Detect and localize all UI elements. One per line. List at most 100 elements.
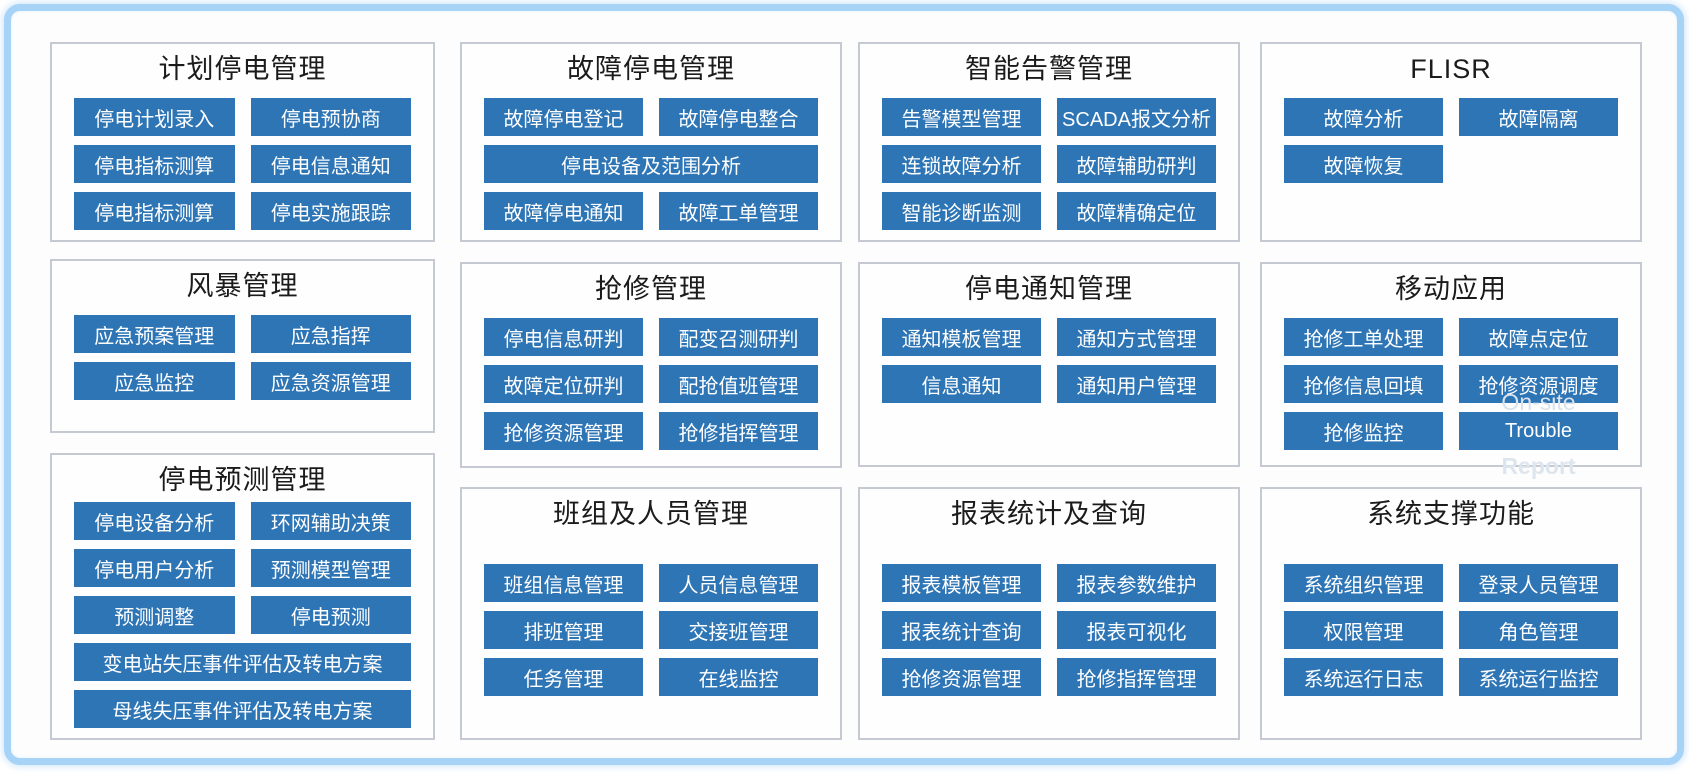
module-button[interactable]: 信息通知 [882, 365, 1041, 404]
module-button[interactable]: 连锁故障分析 [882, 145, 1041, 184]
panel-title: 计划停电管理 [158, 54, 327, 84]
button-grid: 抢修工单处理 故障点定位 抢修信息回填 抢修资源调度 On-site 抢修监控 … [1284, 318, 1618, 479]
panel-title: 停电通知管理 [965, 274, 1133, 304]
module-button[interactable]: 停电指标测算 [74, 145, 235, 184]
module-button[interactable]: 预测调整 [74, 596, 235, 635]
module-button[interactable]: 预测模型管理 [250, 549, 411, 588]
panel-title: 故障停电管理 [567, 54, 735, 84]
module-button[interactable]: 停电预测 [250, 596, 411, 635]
module-button[interactable]: 故障工单管理 [659, 192, 818, 231]
button-grid: 停电设备分析 环网辅助决策 停电用户分析 预测模型管理 预测调整 停电预测 变电… [74, 502, 411, 729]
module-button[interactable]: 应急资源管理 [250, 362, 411, 401]
module-button[interactable]: 故障停电整合 [659, 98, 818, 137]
module-button[interactable]: 报表统计查询 [882, 611, 1041, 650]
panel-team-personnel-mgmt: 班组及人员管理 班组信息管理 人员信息管理 排班管理 交接班管理 任务管理 在线… [460, 487, 842, 740]
module-button[interactable]: 故障隔离 [1459, 98, 1618, 137]
panel-storm-mgmt: 风暴管理 应急预案管理 应急指挥 应急监控 应急资源管理 [50, 259, 435, 433]
panel-repair-mgmt: 抢修管理 停电信息研判 配变召测研判 故障定位研判 配抢值班管理 抢修资源管理 … [460, 262, 842, 468]
module-button[interactable]: 系统运行日志 [1284, 658, 1443, 697]
module-button[interactable]: 停电设备分析 [74, 502, 235, 541]
module-button[interactable]: 通知模板管理 [882, 318, 1041, 357]
module-button[interactable]: 停电用户分析 [74, 549, 235, 588]
module-button[interactable]: 故障精确定位 [1057, 192, 1216, 231]
module-button[interactable]: 智能诊断监测 [882, 192, 1041, 231]
module-button[interactable]: 应急指挥 [250, 315, 411, 354]
module-button[interactable]: 故障点定位 [1459, 318, 1618, 357]
module-button[interactable]: 抢修监控 [1284, 412, 1443, 451]
module-button[interactable]: 停电指标测算 [74, 192, 235, 231]
panel-title: 智能告警管理 [965, 54, 1133, 84]
module-button[interactable]: 告警模型管理 [882, 98, 1041, 137]
module-button[interactable]: 配抢值班管理 [659, 365, 818, 404]
panel-title: 移动应用 [1395, 274, 1507, 304]
module-button[interactable]: 停电设备及范围分析 [484, 145, 818, 184]
panel-smart-alarm-mgmt: 智能告警管理 告警模型管理 SCADA报文分析 连锁故障分析 故障辅助研判 智能… [858, 42, 1240, 242]
module-button[interactable]: 环网辅助决策 [250, 502, 411, 541]
module-button[interactable]: 故障恢复 [1284, 145, 1443, 184]
button-grid: 停电计划录入 停电预协商 停电指标测算 停电信息通知 停电指标测算 停电实施跟踪 [74, 98, 411, 231]
module-button[interactable]: 任务管理 [484, 658, 643, 697]
module-button[interactable]: 登录人员管理 [1459, 564, 1618, 603]
module-button[interactable]: SCADA报文分析 [1057, 98, 1216, 137]
module-button[interactable]: 故障定位研判 [484, 365, 643, 404]
button-grid: 应急预案管理 应急指挥 应急监控 应急资源管理 [74, 315, 411, 401]
module-button[interactable]: 停电信息研判 [484, 318, 643, 357]
module-button[interactable]: 停电实施跟踪 [250, 192, 411, 231]
module-button[interactable]: 系统运行监控 [1459, 658, 1618, 697]
module-button[interactable]: 配变召测研判 [659, 318, 818, 357]
panel-title: 报表统计及查询 [951, 499, 1147, 529]
module-button[interactable]: 报表参数维护 [1057, 564, 1216, 603]
panel-title: 风暴管理 [186, 271, 299, 301]
button-grid: 故障停电登记 故障停电整合 停电设备及范围分析 故障停电通知 故障工单管理 [484, 98, 818, 231]
panel-outage-notification-mgmt: 停电通知管理 通知模板管理 通知方式管理 信息通知 通知用户管理 [858, 262, 1240, 467]
panel-fault-outage-mgmt: 故障停电管理 故障停电登记 故障停电整合 停电设备及范围分析 故障停电通知 故障… [460, 42, 842, 242]
button-grid: 告警模型管理 SCADA报文分析 连锁故障分析 故障辅助研判 智能诊断监测 故障… [882, 98, 1216, 231]
module-button[interactable]: 抢修资源管理 [484, 412, 643, 451]
module-button[interactable]: 抢修工单处理 [1284, 318, 1443, 357]
module-button[interactable]: 报表模板管理 [882, 564, 1041, 603]
panel-report-statistics-query: 报表统计及查询 报表模板管理 报表参数维护 报表统计查询 报表可视化 抢修资源管… [858, 487, 1240, 740]
module-button[interactable]: 抢修资源调度 On-site [1459, 365, 1618, 415]
module-button[interactable]: 通知方式管理 [1057, 318, 1216, 357]
panel-title: 系统支撑功能 [1367, 499, 1535, 529]
module-button[interactable]: 抢修指挥管理 [1057, 658, 1216, 697]
module-button[interactable]: 在线监控 [659, 658, 818, 697]
module-button[interactable]: 人员信息管理 [659, 564, 818, 603]
module-button[interactable]: 权限管理 [1284, 611, 1443, 650]
button-grid: 故障分析 故障隔离 故障恢复 [1284, 98, 1618, 184]
module-button[interactable]: 应急监控 [74, 362, 235, 401]
panel-system-support: 系统支撑功能 系统组织管理 登录人员管理 权限管理 角色管理 系统运行日志 系统… [1260, 487, 1642, 740]
panel-title: 班组及人员管理 [553, 499, 749, 529]
module-button[interactable]: 班组信息管理 [484, 564, 643, 603]
module-button[interactable]: 故障停电登记 [484, 98, 643, 137]
module-button[interactable]: 排班管理 [484, 611, 643, 650]
button-grid: 报表模板管理 报表参数维护 报表统计查询 报表可视化 抢修资源管理 抢修指挥管理 [882, 564, 1216, 697]
panel-mobile-app: 移动应用 抢修工单处理 故障点定位 抢修信息回填 抢修资源调度 On-site … [1260, 262, 1642, 479]
panel-title: 抢修管理 [595, 274, 707, 304]
module-button[interactable]: 停电计划录入 [74, 98, 235, 137]
button-grid: 系统组织管理 登录人员管理 权限管理 角色管理 系统运行日志 系统运行监控 [1284, 564, 1618, 697]
module-button[interactable]: 应急预案管理 [74, 315, 235, 354]
button-grid: 停电信息研判 配变召测研判 故障定位研判 配抢值班管理 抢修资源管理 抢修指挥管… [484, 318, 818, 451]
button-grid: 通知模板管理 通知方式管理 信息通知 通知用户管理 [882, 318, 1216, 404]
module-button[interactable]: 故障分析 [1284, 98, 1443, 137]
module-button[interactable]: 抢修信息回填 [1284, 365, 1443, 404]
module-button[interactable]: 交接班管理 [659, 611, 818, 650]
button-grid: 班组信息管理 人员信息管理 排班管理 交接班管理 任务管理 在线监控 [484, 564, 818, 697]
panel-planned-outage-mgmt: 计划停电管理 停电计划录入 停电预协商 停电指标测算 停电信息通知 停电指标测算… [50, 42, 435, 242]
module-button[interactable]: 停电信息通知 [250, 145, 411, 184]
module-button[interactable]: 故障辅助研判 [1057, 145, 1216, 184]
module-button[interactable]: 抢修资源管理 [882, 658, 1041, 697]
module-button[interactable]: Trouble Report [1459, 412, 1618, 479]
module-button[interactable]: 母线失压事件评估及转电方案 [74, 690, 411, 729]
panel-outage-forecast-mgmt: 停电预测管理 停电设备分析 环网辅助决策 停电用户分析 预测模型管理 预测调整 … [50, 453, 435, 740]
module-button[interactable]: 变电站失压事件评估及转电方案 [74, 643, 411, 682]
module-button[interactable]: 角色管理 [1459, 611, 1618, 650]
module-button[interactable]: 通知用户管理 [1057, 365, 1216, 404]
module-button[interactable]: 报表可视化 [1057, 611, 1216, 650]
panel-title: 停电预测管理 [158, 465, 327, 495]
module-button[interactable]: 系统组织管理 [1284, 564, 1443, 603]
module-button[interactable]: 抢修指挥管理 [659, 412, 818, 451]
module-button[interactable]: 故障停电通知 [484, 192, 643, 231]
module-button[interactable]: 停电预协商 [250, 98, 411, 137]
